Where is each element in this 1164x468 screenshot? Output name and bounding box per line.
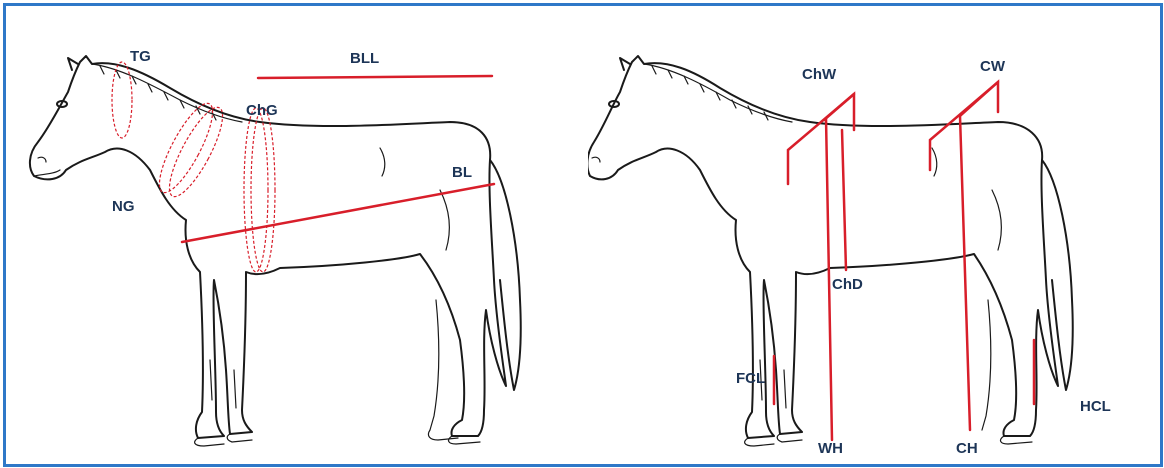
- bl-line: [182, 184, 494, 242]
- right-horse-drawing: [588, 40, 1128, 460]
- neck-girth-ellipse: [150, 97, 222, 198]
- chd-line: [842, 130, 846, 270]
- chest-girth-ellipse: [244, 108, 268, 272]
- label-cw: CW: [980, 58, 1005, 75]
- throat-girth-ellipse: [112, 62, 132, 138]
- label-chw: ChW: [802, 66, 836, 83]
- label-chd: ChD: [832, 276, 863, 293]
- bll-line: [258, 76, 492, 78]
- label-bl: BL: [452, 164, 472, 181]
- label-fcl: FCL: [736, 370, 765, 387]
- chw-rise-line: [824, 94, 854, 120]
- chest-girth-ellipse-2: [251, 108, 275, 272]
- left-horse-panel: TG BLL ChG BL NG: [20, 40, 560, 460]
- cw-rise-line: [960, 82, 998, 116]
- left-horse-drawing: [20, 40, 560, 460]
- cw-line: [930, 82, 998, 170]
- label-bll: BLL: [350, 50, 379, 67]
- label-tg: TG: [130, 48, 151, 65]
- label-ng: NG: [112, 198, 135, 215]
- label-ch: CH: [956, 440, 978, 457]
- label-wh: WH: [818, 440, 843, 457]
- label-chg: ChG: [246, 102, 278, 119]
- right-horse-panel: ChW CW ChD FCL WH CH HCL: [588, 40, 1128, 460]
- label-hcl: HCL: [1080, 398, 1111, 415]
- measurement-lines-right: [774, 82, 1034, 440]
- ch-line: [960, 116, 970, 430]
